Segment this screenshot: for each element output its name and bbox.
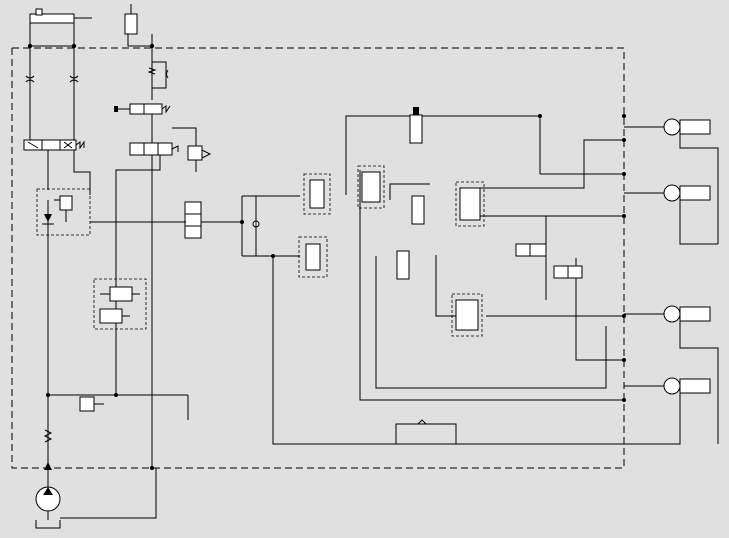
right-actuator-4 xyxy=(624,377,711,395)
center-valve-group xyxy=(93,278,147,330)
solenoid-valve-right-b xyxy=(553,265,583,279)
junction-nodes xyxy=(46,114,626,470)
main-pressure-line xyxy=(47,200,188,487)
left-cylinder-lines xyxy=(25,45,79,140)
right-actuator-1 xyxy=(624,118,711,136)
valve-directional-small xyxy=(411,195,425,225)
right-manifold-lines xyxy=(242,115,624,445)
system-boundary xyxy=(11,47,625,469)
left-directional-valve xyxy=(23,139,91,195)
center-supply-line xyxy=(147,34,169,100)
right-actuator-3 xyxy=(624,305,711,323)
pressure-switch xyxy=(187,145,212,172)
right-actuator-2 xyxy=(624,184,711,202)
relief-valve-lower xyxy=(79,395,189,420)
valve-directional-mid xyxy=(396,250,410,280)
valve-group-b xyxy=(455,181,485,227)
solenoid-valve-right-a xyxy=(515,243,547,257)
hydraulic-pump xyxy=(35,468,157,529)
valve-group-c xyxy=(451,293,483,337)
center-proportional-valve xyxy=(115,114,197,468)
hydraulic-cylinder-left xyxy=(27,8,92,49)
hydraulic-cylinder-center xyxy=(124,4,155,49)
pressure-spring-symbol xyxy=(43,429,53,443)
directional-valve-upper-right xyxy=(409,107,423,144)
right-return-lines xyxy=(624,132,719,445)
pilot-check-valve-lower xyxy=(298,236,328,278)
pilot-check-valve-upper xyxy=(303,173,331,215)
main-directional-valve xyxy=(183,196,243,256)
valve-group-a xyxy=(357,165,385,209)
left-pressure-valve-group xyxy=(36,188,183,236)
throttle-valve-bottom xyxy=(395,419,457,444)
center-directional-valve xyxy=(114,103,171,115)
